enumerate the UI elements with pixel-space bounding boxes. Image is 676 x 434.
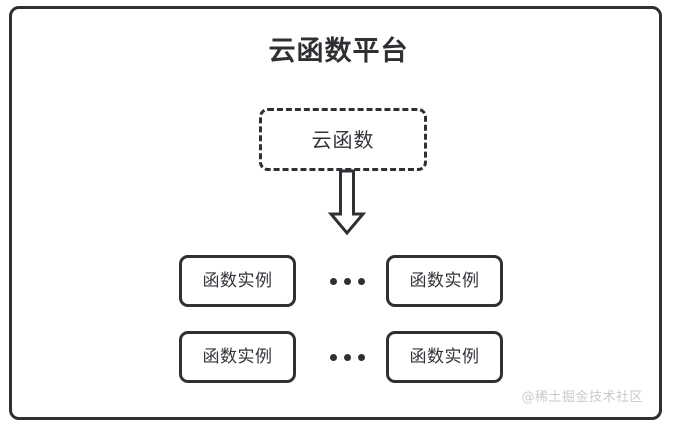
function-instance-node: 函数实例 (179, 331, 296, 383)
function-instance-node: 函数实例 (386, 255, 503, 307)
ellipsis-dot (343, 277, 351, 285)
function-instance-node: 函数实例 (179, 255, 296, 307)
watermark: @稀土掘金技术社区 (521, 390, 643, 405)
ellipsis-dot (329, 277, 337, 285)
instance-row: 函数实例 函数实例 (12, 255, 665, 307)
ellipsis-dot (343, 353, 351, 361)
function-instance-label: 函数实例 (202, 347, 273, 367)
down-block-arrow-icon (327, 169, 367, 236)
cloud-function-label: 云函数 (311, 127, 375, 152)
function-instance-label: 函数实例 (409, 271, 480, 291)
function-instance-label: 函数实例 (202, 271, 273, 291)
ellipsis-dot (357, 353, 365, 361)
function-instance-node: 函数实例 (386, 331, 503, 383)
ellipsis-icon (312, 255, 382, 307)
ellipsis-icon (312, 331, 382, 383)
ellipsis-dot (357, 277, 365, 285)
ellipsis-dot (329, 353, 337, 361)
function-instance-label: 函数实例 (409, 347, 480, 367)
cloud-function-node: 云函数 (259, 108, 427, 171)
page-title: 云函数平台 (268, 36, 409, 67)
instance-row: 函数实例 函数实例 (12, 331, 665, 383)
cloud-function-platform-frame: 云函数平台 云函数 函数实例 函数实例 函数实例 (9, 6, 662, 420)
